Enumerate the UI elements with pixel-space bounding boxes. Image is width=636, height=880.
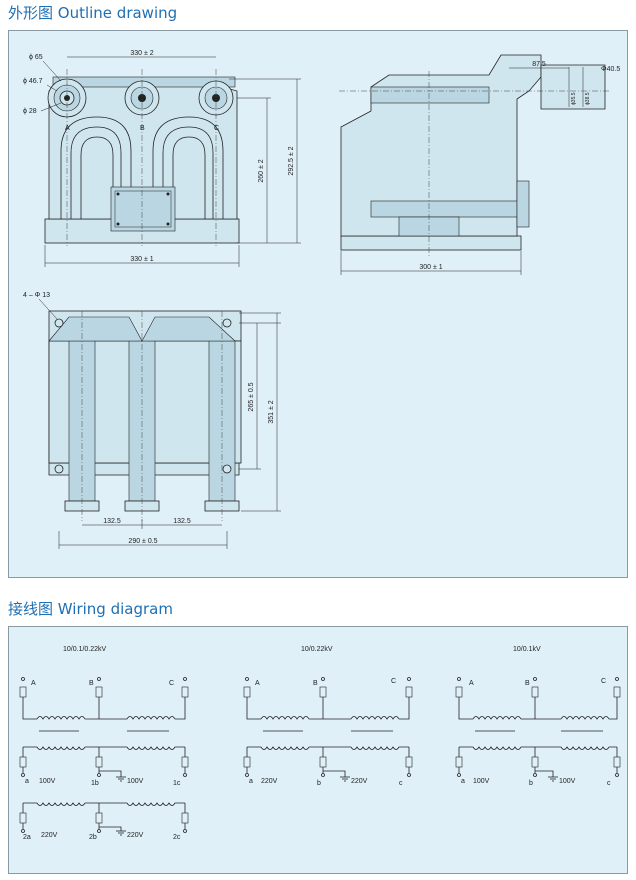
- dim-small-a: ϕ35.5: [571, 92, 577, 105]
- d3-primary-a: A: [469, 680, 474, 687]
- dim-depth-outer: 351 ± 2: [268, 400, 275, 423]
- dim-projection: 87.5: [532, 61, 546, 68]
- front-view: 330 ± 2 330 ± 1 260 ± 2 292.5 ± 2 ϕ 65 ϕ…: [23, 50, 301, 267]
- d2-s1-voltage-mid: 220V: [351, 778, 368, 785]
- dim-height-inner: 260 ± 2: [258, 159, 265, 182]
- d1-primary-b: B: [89, 680, 94, 687]
- wiring-panel: 10/0.1/0.22kV A B C a 100V 1b 10: [8, 626, 628, 874]
- wiring-diagram-1: 10/0.1/0.22kV A B C a 100V 1b 10: [19, 646, 189, 841]
- rating-3: 10/0.1kV: [513, 646, 541, 653]
- phase-c-label: C: [214, 125, 219, 132]
- d2-s1-c: c: [399, 780, 403, 787]
- dim-d28: ϕ 28: [23, 108, 37, 115]
- d1-s1-voltage-left: 100V: [39, 778, 56, 785]
- d3-primary-b: B: [525, 680, 530, 687]
- wiring-diagram-3: 10/0.1kV A B C a 100V b 100V c: [455, 646, 621, 787]
- d1-s1-c: 1c: [173, 780, 181, 787]
- wiring-diagram-2: 10/0.22kV A B C a 220V b 220V c: [243, 646, 413, 787]
- dim-spacing-left: 132.5: [103, 518, 121, 525]
- dim-phi405: Φ40.5: [601, 66, 620, 73]
- d1-s2-voltage-mid: 220V: [127, 832, 144, 839]
- phase-a-label: A: [65, 125, 70, 132]
- d3-s1-c: c: [607, 780, 611, 787]
- outline-title: 外形图 Outline drawing: [8, 4, 178, 22]
- dim-height-outer: 292.5 ± 2: [288, 146, 295, 175]
- rating-1: 10/0.1/0.22kV: [63, 646, 107, 653]
- d1-primary-a: A: [31, 680, 36, 687]
- d2-s1-b: b: [317, 780, 321, 787]
- dim-bottom-width: 330 ± 1: [130, 256, 153, 263]
- d3-s1-b: b: [529, 780, 533, 787]
- dim-d46: ϕ 46.7: [23, 78, 43, 85]
- d2-primary-a: A: [255, 680, 260, 687]
- dim-spacing-right: 132.5: [173, 518, 191, 525]
- d1-s1-a: a: [25, 778, 29, 785]
- outline-panel: 330 ± 2 330 ± 1 260 ± 2 292.5 ± 2 ϕ 65 ϕ…: [8, 30, 628, 578]
- d1-s2-a: 2a: [23, 834, 31, 841]
- dim-depth: 300 ± 1: [419, 264, 442, 271]
- d3-s1-voltage-left: 100V: [473, 778, 490, 785]
- d3-primary-c: C: [601, 678, 606, 685]
- dim-top-width: 330 ± 2: [130, 50, 153, 57]
- wiring-title: 接线图 Wiring diagram: [8, 600, 173, 618]
- d3-s1-voltage-mid: 100V: [559, 778, 576, 785]
- dim-span: 290 ± 0.5: [128, 538, 157, 545]
- d2-s1-voltage-left: 220V: [261, 778, 278, 785]
- outline-drawing: 330 ± 2 330 ± 1 260 ± 2 292.5 ± 2 ϕ 65 ϕ…: [23, 50, 620, 549]
- d1-primary-c: C: [169, 680, 174, 687]
- d2-s1-a: a: [249, 778, 253, 785]
- phase-b-label: B: [140, 125, 145, 132]
- d3-s1-a: a: [461, 778, 465, 785]
- dim-depth-inner: 265 ± 0.5: [248, 382, 255, 411]
- dim-small-b: ϕ38.5: [585, 92, 591, 105]
- dim-d65: ϕ 65: [29, 54, 43, 61]
- d1-s2-b: 2b: [89, 834, 97, 841]
- rating-2: 10/0.22kV: [301, 646, 333, 653]
- wiring-drawing: 10/0.1/0.22kV A B C a 100V 1b 10: [19, 646, 621, 841]
- d1-s2-voltage-left: 220V: [41, 832, 58, 839]
- d1-s2-c: 2c: [173, 834, 181, 841]
- d1-s1-b: 1b: [91, 780, 99, 787]
- d2-primary-b: B: [313, 680, 318, 687]
- d1-s1-voltage-mid: 100V: [127, 778, 144, 785]
- bottom-view: 4 – Φ 13 132.5 132.5 290 ± 0.5 265 ± 0.5…: [23, 292, 281, 549]
- dim-holes: 4 – Φ 13: [23, 292, 50, 299]
- d2-primary-c: C: [391, 678, 396, 685]
- side-view: 87.5 Φ40.5 ϕ35.5 ϕ38.5 300 ± 1: [339, 54, 620, 275]
